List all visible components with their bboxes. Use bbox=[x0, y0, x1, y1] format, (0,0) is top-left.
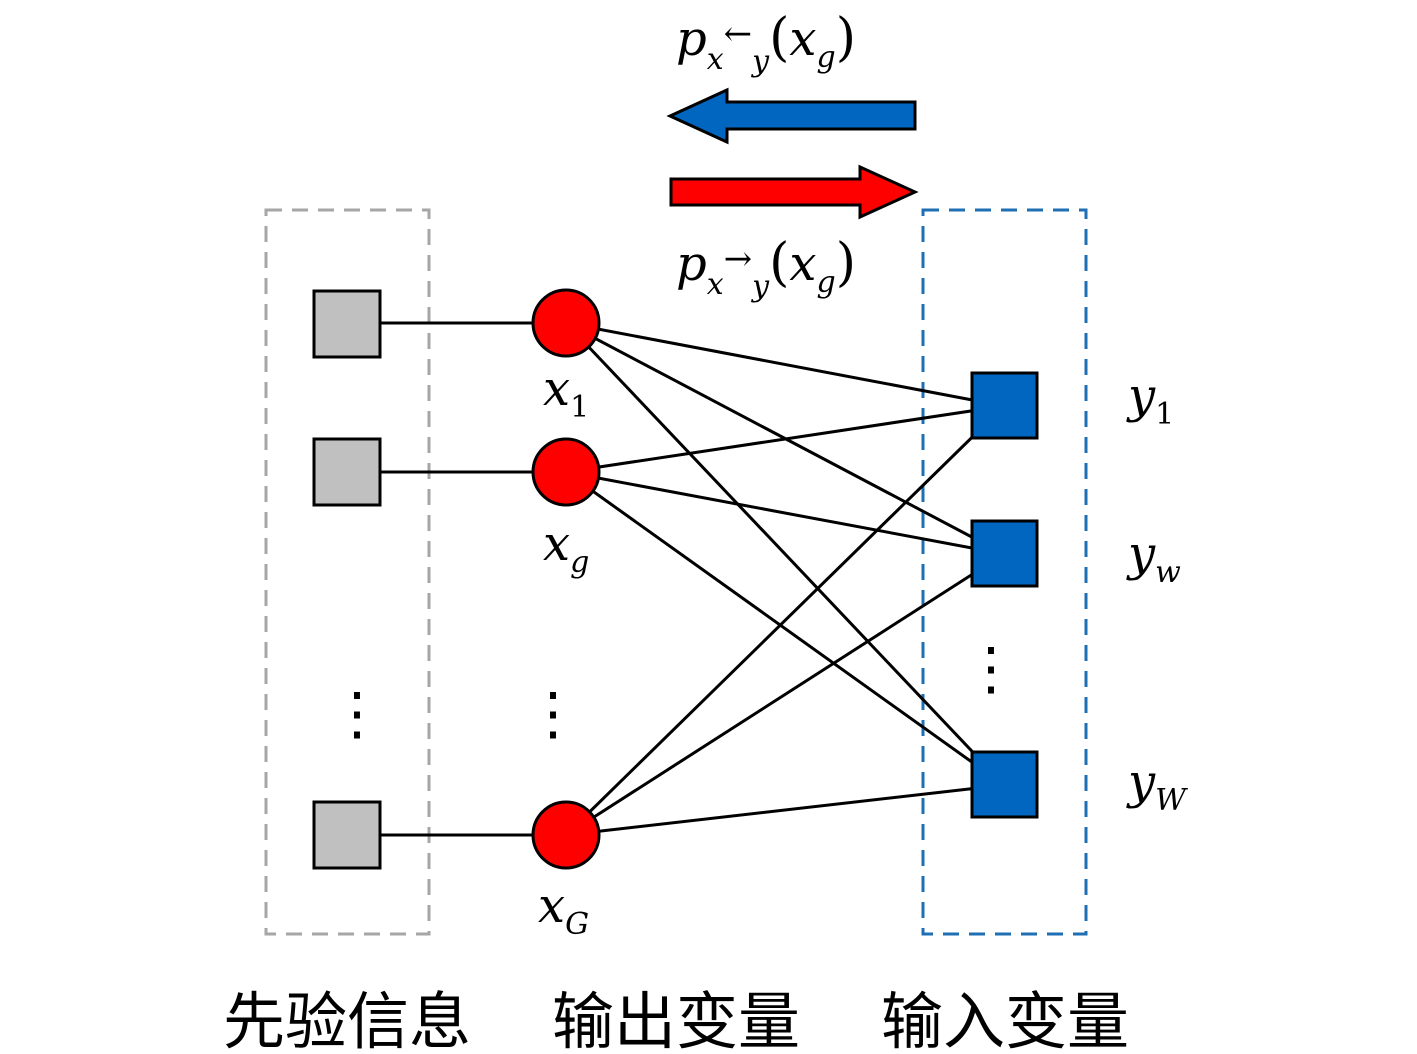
msg-top-sub-right: y bbox=[750, 44, 770, 79]
xG-sub: G bbox=[565, 907, 589, 942]
msg-top-arrow: ← bbox=[724, 14, 753, 54]
prior-factor-2 bbox=[312, 437, 382, 507]
message-label-top: px←y(xg) bbox=[676, 8, 856, 79]
msg-bottom-base: p bbox=[676, 236, 707, 292]
edge-xg-yw bbox=[565, 470, 1005, 556]
ellipsis-inputs: ⋮ bbox=[962, 634, 1020, 702]
variable-node-x1 bbox=[531, 288, 601, 358]
yw-sub: w bbox=[1155, 555, 1181, 590]
input-factor-yW bbox=[970, 750, 1039, 819]
message-arrow-left bbox=[666, 87, 917, 145]
y1-base: y bbox=[1126, 368, 1156, 424]
prior-factor-3 bbox=[312, 800, 382, 870]
edge-xg-y1 bbox=[565, 404, 1005, 474]
prior-edges bbox=[381, 321, 566, 837]
input-variables-box bbox=[921, 208, 1088, 936]
output-label-yw: yw bbox=[1126, 526, 1181, 590]
y1-sub: 1 bbox=[1155, 397, 1174, 432]
message-arrow-right bbox=[669, 164, 919, 220]
msg-top-sub-left: x bbox=[707, 42, 724, 77]
yW-sub: W bbox=[1155, 783, 1188, 818]
msg-bottom-arrow: → bbox=[724, 239, 753, 279]
prior-factors bbox=[312, 289, 382, 870]
msg-top-paren-open: ( bbox=[769, 8, 789, 68]
msg-bottom-arg-sub: g bbox=[816, 265, 835, 300]
variable-label-xg: xg bbox=[543, 516, 589, 580]
variable-label-x1: x1 bbox=[543, 361, 589, 425]
msg-top-arg: x bbox=[789, 11, 816, 67]
output-label-yW: yW bbox=[1126, 754, 1188, 818]
msg-bottom-paren-close: ) bbox=[836, 233, 856, 293]
input-factors bbox=[970, 371, 1039, 819]
yW-base: y bbox=[1126, 754, 1156, 810]
message-label-bottom: px→y(xg) bbox=[676, 233, 856, 304]
variable-node-xG bbox=[531, 800, 601, 870]
edge-x1-yW bbox=[564, 321, 1006, 787]
msg-bottom-sub-left: x bbox=[707, 267, 724, 302]
msg-bottom-paren-open: ( bbox=[769, 233, 789, 293]
yw-base: y bbox=[1126, 526, 1156, 582]
ellipsis-prior: ⋮ bbox=[328, 679, 386, 747]
x1-sub: 1 bbox=[570, 390, 589, 425]
output-label-y1: y1 bbox=[1126, 368, 1174, 432]
xg-sub: g bbox=[570, 545, 589, 580]
msg-top-paren-close: ) bbox=[836, 8, 856, 68]
edge-xG-y1 bbox=[564, 404, 1006, 837]
ellipsis-variables: ⋮ bbox=[524, 679, 582, 747]
x1-base: x bbox=[543, 361, 570, 417]
input-factor-yw bbox=[970, 519, 1039, 588]
msg-top-arg-sub: g bbox=[816, 40, 835, 75]
edge-xg-yW bbox=[565, 470, 1005, 787]
msg-bottom-arg: x bbox=[789, 236, 816, 292]
xg-base: x bbox=[543, 516, 570, 572]
prior-factor-1 bbox=[312, 289, 382, 359]
label-prior-info: 先验信息 bbox=[223, 985, 471, 1054]
variable-nodes bbox=[531, 288, 601, 870]
input-factor-y1 bbox=[970, 371, 1039, 440]
msg-top-base: p bbox=[676, 11, 707, 67]
label-input-variables: 输入变量 bbox=[881, 985, 1129, 1054]
msg-bottom-sub-right: y bbox=[750, 269, 770, 304]
prior-info-box bbox=[264, 208, 431, 936]
xG-base: x bbox=[538, 878, 565, 934]
label-output-variables: 输出变量 bbox=[552, 985, 800, 1054]
edge-x1-y1 bbox=[565, 321, 1005, 408]
edge-xG-yw bbox=[565, 552, 1005, 837]
bipartite-edges bbox=[564, 321, 1006, 837]
variable-label-xG: xG bbox=[538, 878, 589, 942]
variable-node-xg bbox=[531, 437, 601, 507]
edge-xG-yW bbox=[565, 783, 1005, 837]
